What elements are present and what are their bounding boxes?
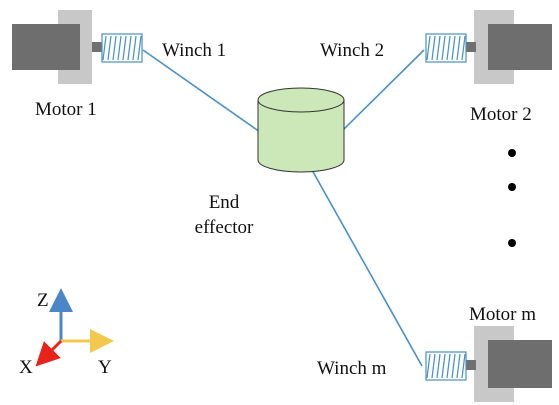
dot bbox=[508, 149, 516, 157]
end-effector-label-line2: effector bbox=[195, 217, 254, 238]
end-effector bbox=[257, 87, 345, 173]
dot bbox=[508, 183, 516, 191]
end-effector-body bbox=[257, 99, 345, 173]
axis-x-label: X bbox=[19, 357, 33, 378]
end-effector-top bbox=[257, 87, 345, 113]
motor-m bbox=[466, 326, 552, 402]
motor-1-shaft bbox=[92, 42, 102, 52]
axis-x-arrow bbox=[35, 339, 63, 367]
motor-1-body bbox=[12, 24, 80, 70]
motor-2-shaft bbox=[466, 42, 476, 52]
winch-m-label: Winch m bbox=[317, 358, 387, 379]
axis-y-label: Y bbox=[98, 357, 112, 378]
dot bbox=[508, 239, 516, 247]
motor-m-body bbox=[488, 340, 552, 388]
motor-m-shaft bbox=[466, 360, 476, 370]
motor-2 bbox=[466, 10, 552, 84]
winch-m bbox=[425, 351, 467, 381]
motor-m-label: Motor m bbox=[469, 304, 536, 325]
winch-2-label: Winch 2 bbox=[320, 40, 384, 61]
cable-2 bbox=[342, 49, 425, 131]
motor-1-label: Motor 1 bbox=[35, 99, 97, 120]
cables bbox=[142, 49, 425, 367]
axis-z-label: Z bbox=[37, 290, 49, 311]
motor-1 bbox=[12, 10, 102, 84]
ellipsis-dots bbox=[508, 149, 516, 247]
cable-m bbox=[311, 169, 423, 367]
cable-1 bbox=[142, 49, 261, 133]
motor-2-label: Motor 2 bbox=[470, 104, 532, 125]
winch-1-label: Winch 1 bbox=[162, 40, 226, 61]
motor-2-body bbox=[488, 24, 552, 70]
winch-1 bbox=[101, 33, 143, 63]
winch-2 bbox=[425, 33, 467, 63]
coordinate-axes: Z X Y bbox=[19, 288, 114, 378]
end-effector-label-line1: End bbox=[209, 192, 240, 213]
